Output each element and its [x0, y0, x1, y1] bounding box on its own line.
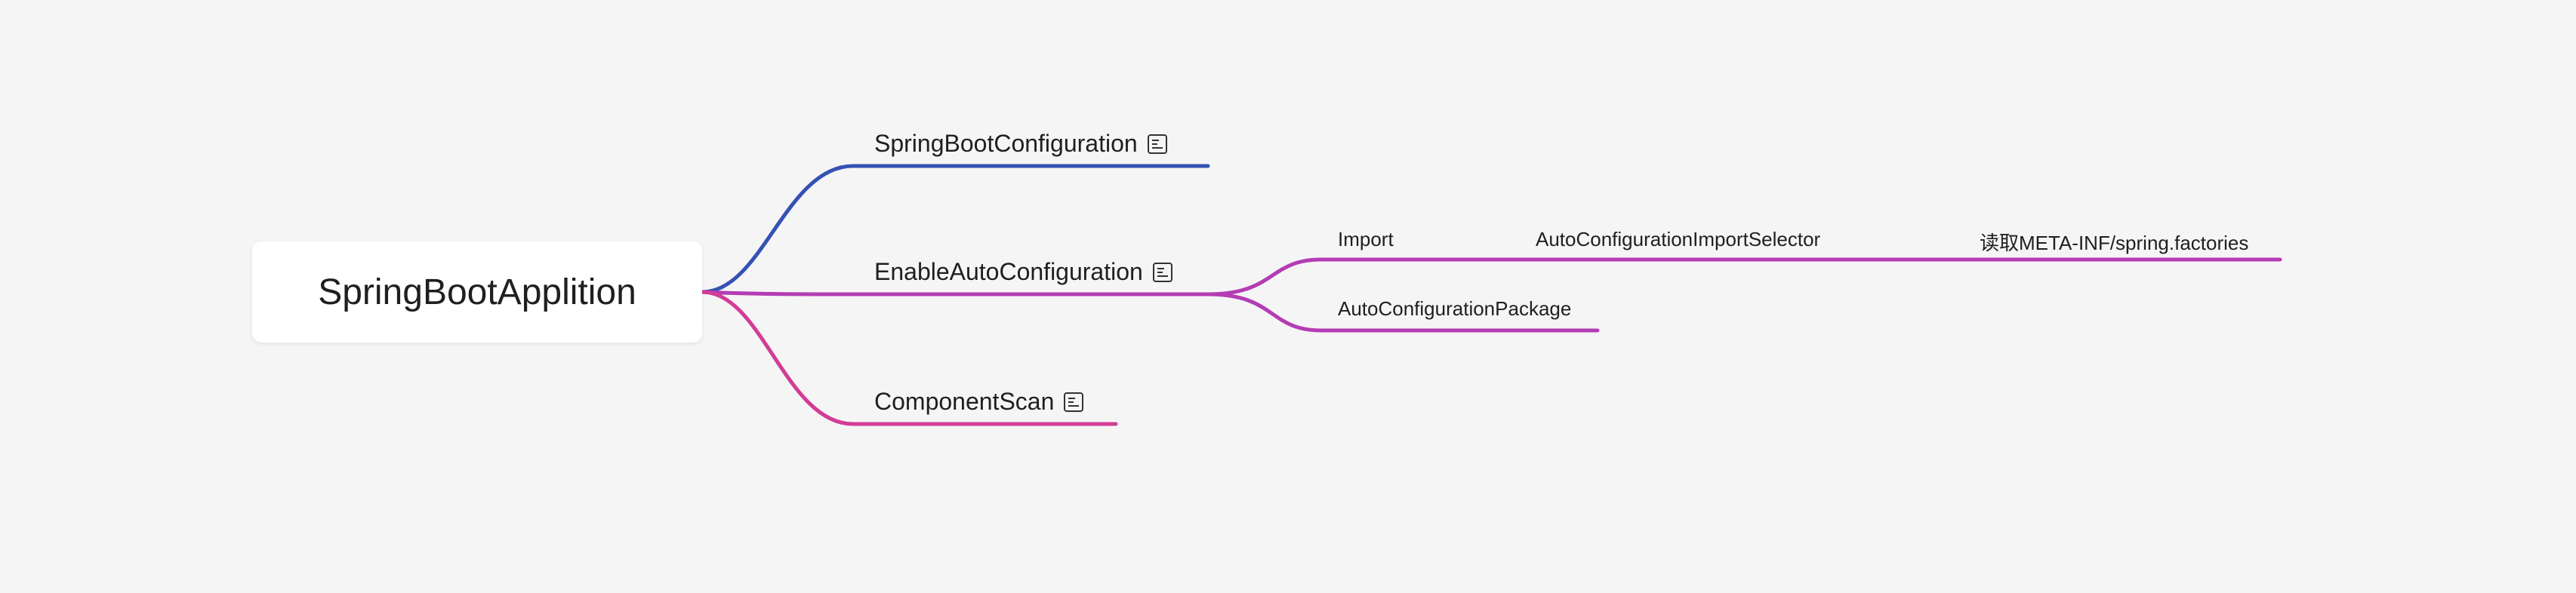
branch-componentscan [700, 290, 1118, 426]
topic-label: EnableAutoConfiguration [874, 258, 1143, 285]
topic-enableautoconfiguration[interactable]: EnableAutoConfiguration [874, 258, 1173, 286]
topic-componentscan[interactable]: ComponentScan [874, 388, 1084, 416]
note-icon[interactable] [1063, 392, 1084, 413]
subtopic-autoconfigurationimportselector[interactable]: AutoConfigurationImportSelector [1536, 228, 1821, 250]
root-node-label: SpringBootApplition [318, 272, 636, 312]
root-node[interactable]: SpringBootApplition [252, 241, 702, 343]
branch-enableautoconfiguration [700, 290, 1210, 296]
subtopic-spring-factories[interactable]: 读取META-INF/spring.factories [1980, 232, 2249, 254]
branch-springbootconfiguration [700, 164, 1210, 294]
subtopic-import[interactable]: Import [1338, 228, 1394, 250]
topic-label: ComponentScan [874, 388, 1055, 415]
note-icon[interactable] [1152, 262, 1173, 283]
topic-springbootconfiguration[interactable]: SpringBootConfiguration [874, 130, 1168, 158]
branch-import [1206, 257, 2282, 296]
subtopic-autoconfigurationpackage[interactable]: AutoConfigurationPackage [1338, 297, 1572, 320]
topic-label: SpringBootConfiguration [874, 130, 1138, 157]
note-icon[interactable] [1147, 134, 1168, 155]
branch-autoconfigurationpackage [1206, 292, 1600, 333]
